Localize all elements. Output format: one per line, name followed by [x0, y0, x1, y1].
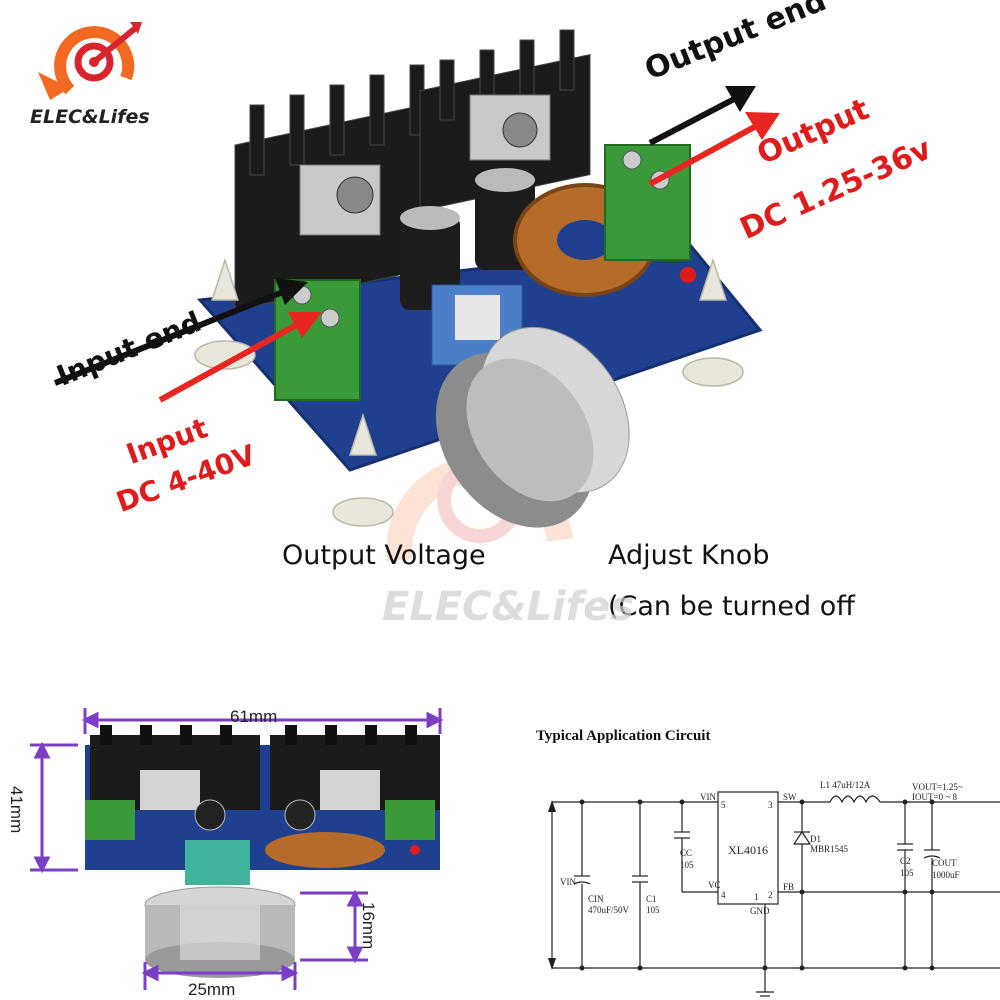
pin4-label: 4: [721, 890, 726, 900]
caption-can-be-turned-off: (Can be turned off: [608, 591, 855, 622]
iout-label: IOUT=0 ~ 8: [912, 792, 957, 802]
circuit-schematic: VIN 5 VC 4 3 SW 2 FB 1 GND XL4016 L1 47u…: [548, 780, 1000, 997]
pin1-label: 1: [754, 892, 759, 902]
c2-value: 105: [900, 868, 914, 878]
c1-value: 105: [646, 905, 660, 915]
caption-adjust-knob: Adjust Knob: [608, 540, 770, 571]
diode-part: MBR1545: [810, 844, 849, 854]
cc-ref: CC: [680, 848, 692, 858]
logo-mark-icon: [38, 22, 142, 100]
dimension-drawing: [30, 708, 444, 990]
caption-output-voltage: Output Voltage: [282, 540, 486, 571]
c1-ref: C1: [646, 894, 657, 904]
pin-fb-label: FB: [783, 882, 794, 892]
c2-ref: C2: [900, 856, 911, 866]
pin-vin-label: VIN: [700, 792, 716, 802]
inductor-label: L1 47uH/12A: [820, 780, 871, 790]
logo-text: ELEC&Lifes: [30, 106, 150, 128]
product-photo: [53, 29, 780, 562]
pin-gnd-label: GND: [750, 906, 770, 916]
cin-ref: CIN: [588, 894, 604, 904]
pin5-label: 5: [721, 800, 726, 810]
pin3-label: 3: [768, 800, 773, 810]
brand-logo: ELEC&Lifes: [30, 18, 160, 138]
vout-label: VOUT=1.25~: [912, 782, 963, 792]
dim-height-41mm: 41mm: [7, 786, 26, 834]
pin2-label: 2: [768, 890, 773, 900]
watermark-text: ELEC&Lifes: [382, 584, 634, 630]
chip-name: XL4016: [728, 843, 768, 857]
diode-ref: D1: [810, 834, 821, 844]
vin-label: VIN: [560, 877, 576, 887]
pin-vc-label: VC: [708, 880, 721, 890]
cout-value: 1000uF: [932, 870, 960, 880]
dim-knob-width-25mm: 25mm: [188, 980, 236, 999]
cout-ref: COUT: [932, 858, 957, 868]
pin-sw-label: SW: [783, 792, 797, 802]
output-terminal: [604, 144, 691, 261]
adjust-knob: [435, 326, 630, 528]
circuit-title: Typical Application Circuit: [536, 728, 711, 744]
cin-value: 470uF/50V: [588, 905, 630, 915]
dim-knob-height-16mm: 16mm: [359, 902, 378, 950]
dim-width-61mm: 61mm: [230, 707, 278, 726]
cc-value: 105: [680, 860, 694, 870]
